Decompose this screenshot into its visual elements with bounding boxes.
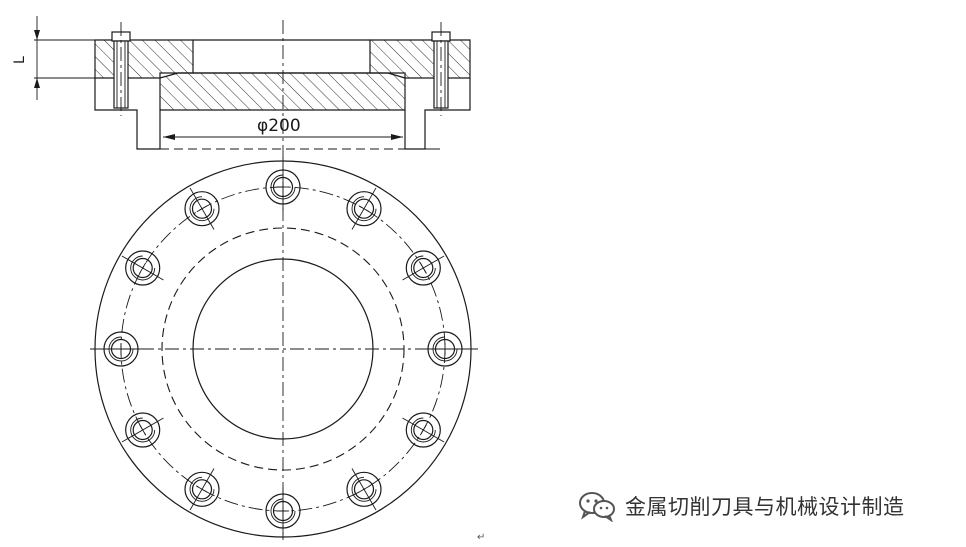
section-bolt-left — [111, 22, 131, 116]
diameter-label: φ200 — [257, 116, 301, 136]
watermark: 金属切削刀具与机械设计制造 — [577, 486, 905, 526]
section-upper-left — [94, 39, 194, 79]
wechat-icon — [579, 492, 615, 522]
bolt-hole — [346, 468, 382, 511]
section-left-flange — [94, 78, 161, 150]
diameter-dimension: φ200 — [163, 116, 403, 140]
bolt-holes — [97, 163, 469, 535]
bolt-hole — [121, 250, 164, 286]
watermark-text: 金属切削刀具与机械设计制造 — [625, 495, 905, 519]
bolt-hole — [346, 187, 382, 230]
hidden-circle — [161, 227, 405, 471]
section-upper-right — [369, 39, 471, 79]
bolt-hole — [265, 487, 301, 535]
bolt-hole — [402, 250, 445, 286]
plan-view — [90, 157, 478, 540]
bolt-hole — [184, 187, 220, 230]
flange-outer-circle — [94, 160, 472, 538]
bolt-hole — [121, 412, 164, 448]
bolt-hole — [184, 468, 220, 511]
bolt-hole — [421, 331, 469, 367]
section-lower-body — [159, 72, 406, 111]
section-view: φ200 L — [12, 16, 471, 160]
section-bolt-right — [431, 22, 451, 116]
bolt-hole — [402, 412, 445, 448]
bolt-hole — [265, 163, 301, 211]
bolt-hole — [97, 331, 145, 367]
height-dimension: L — [12, 16, 95, 100]
paragraph-mark: ↵ — [477, 532, 486, 543]
height-label: L — [12, 56, 28, 64]
section-right-flange — [404, 78, 471, 150]
bore-circle — [192, 258, 374, 440]
